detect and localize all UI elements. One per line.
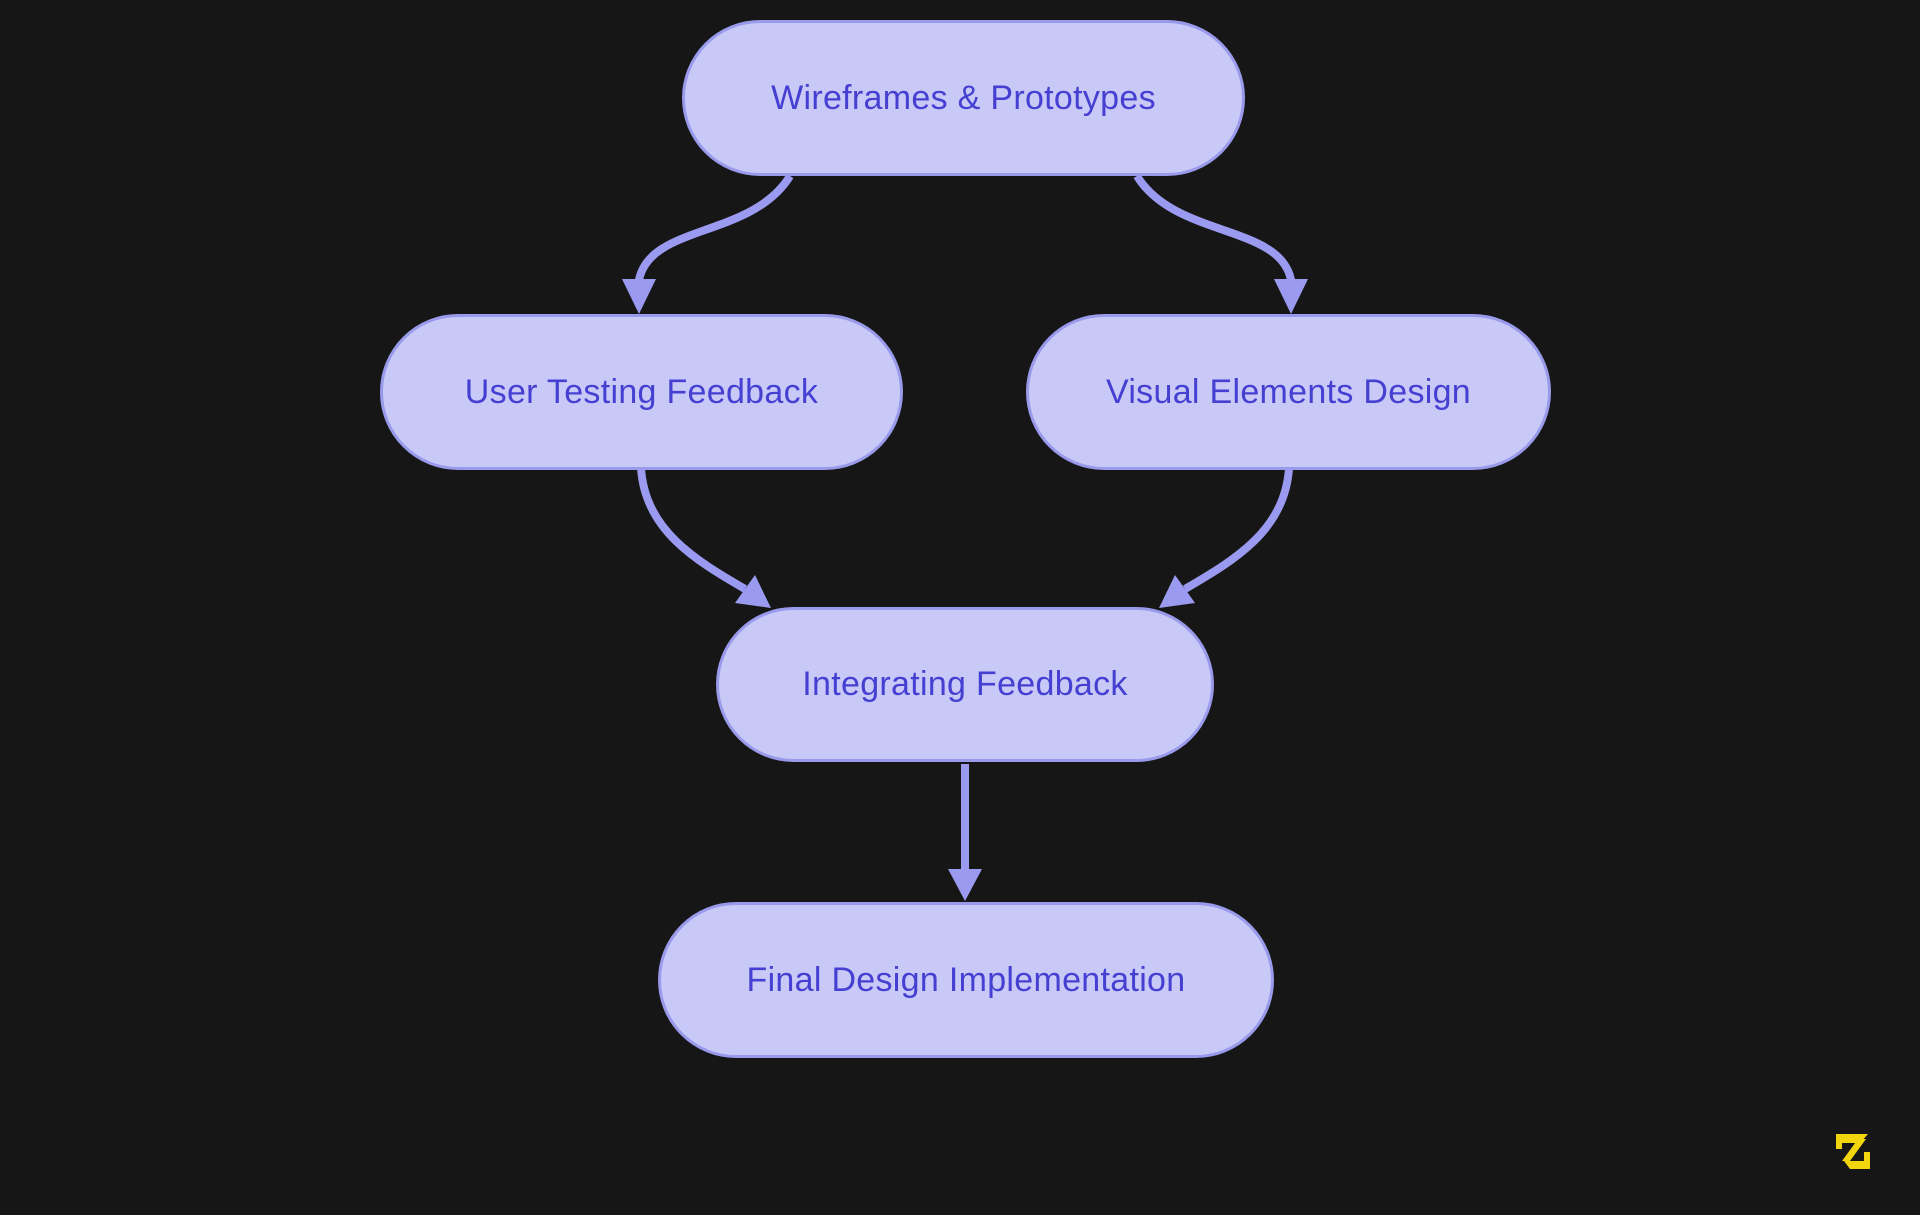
node-label-final-design-implementation: Final Design Implementation <box>746 960 1186 999</box>
node-label-wireframes-prototypes: Wireframes & Prototypes <box>771 78 1156 117</box>
edge-wireframes-to-user-testing <box>635 173 794 282</box>
arrowhead-integrating-right-icon <box>1159 575 1195 608</box>
arrowhead-final-icon <box>948 869 982 901</box>
arrowhead-visual-elements-icon <box>1274 279 1308 314</box>
node-integrating-feedback: Integrating Feedback <box>716 607 1214 762</box>
arrowhead-integrating-left-icon <box>735 575 771 608</box>
node-label-visual-elements-design: Visual Elements Design <box>1105 372 1472 411</box>
node-user-testing-feedback: User Testing Feedback <box>380 314 903 470</box>
s-logo-icon <box>1824 1127 1872 1171</box>
edge-visual-elements-to-integrating <box>1182 467 1293 593</box>
node-label-integrating-feedback: Integrating Feedback <box>802 665 1128 703</box>
edge-user-testing-to-integrating <box>637 467 748 593</box>
node-visual-elements-design: Visual Elements Design <box>1026 314 1551 470</box>
arrowhead-user-testing-icon <box>622 279 656 314</box>
node-final-design-implementation: Final Design Implementation <box>658 902 1274 1058</box>
node-wireframes-prototypes: Wireframes & Prototypes <box>682 20 1245 176</box>
node-label-user-testing-feedback: User Testing Feedback <box>464 372 819 411</box>
edge-wireframes-to-visual-elements <box>1133 173 1295 282</box>
